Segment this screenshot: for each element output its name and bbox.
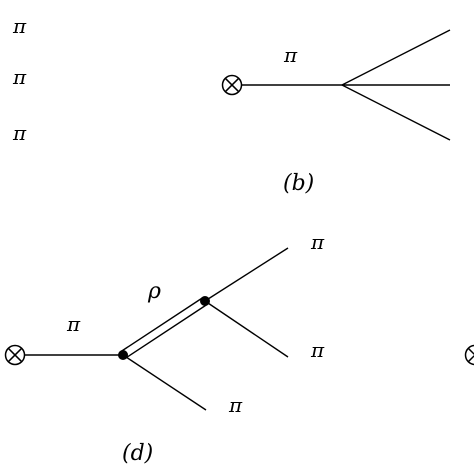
pion-out-upper-label: π	[310, 230, 325, 254]
pion-label-top: π	[12, 14, 27, 38]
diagram-b: π (b)	[221, 29, 451, 196]
rho-double-line	[120, 296, 208, 360]
caption-d: (d)	[122, 441, 153, 466]
pion-propagator-label: π	[283, 43, 298, 67]
pion-propagator-label: π	[66, 312, 81, 336]
pion-label-middle: π	[12, 65, 27, 89]
vertex-dot-upper	[200, 296, 210, 306]
outgoing-line-lower	[122, 354, 207, 411]
diagram-d: π ρ π π π (d)	[4, 230, 325, 466]
caption-b: (b)	[283, 171, 314, 196]
pion-out-lower-label: π	[228, 393, 243, 417]
vertex-dot-lower	[118, 350, 128, 360]
pion-label-bottom: π	[12, 121, 27, 145]
outgoing-line-lower	[341, 84, 451, 141]
rho-label: ρ	[147, 279, 161, 304]
outgoing-line-middle	[204, 300, 289, 358]
diagram-a-fragment: π π π	[12, 14, 27, 145]
outgoing-line-upper	[341, 29, 451, 86]
outgoing-line-upper	[204, 247, 289, 302]
pion-out-middle-label: π	[310, 338, 325, 362]
current-vertex-icon	[4, 344, 26, 366]
current-vertex-icon	[464, 344, 474, 366]
current-vertex-icon	[221, 74, 243, 96]
